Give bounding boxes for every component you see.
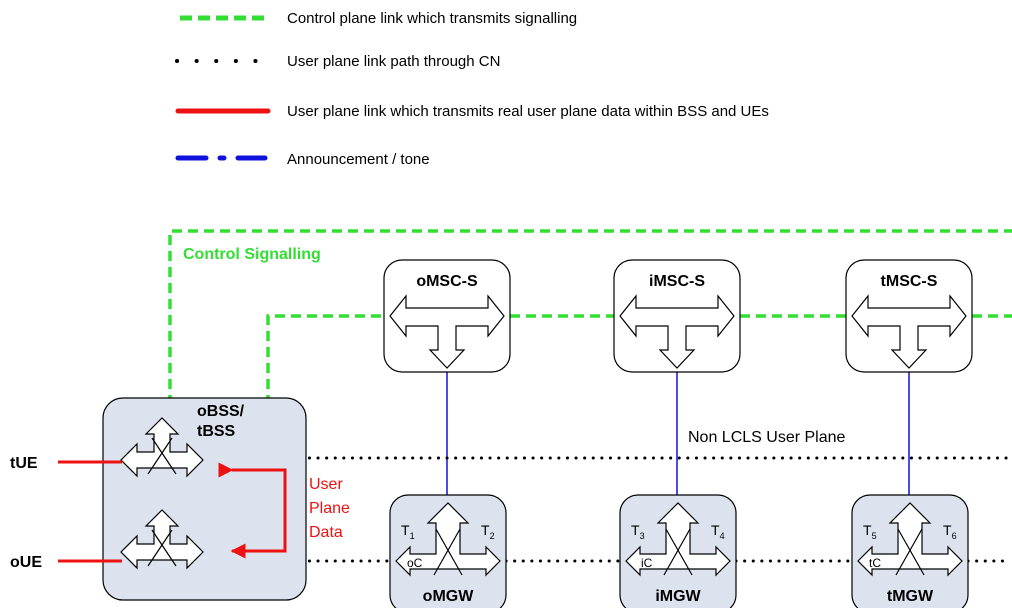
- legend-text-control: Control plane link which transmits signa…: [287, 10, 577, 27]
- oue-label: oUE: [10, 554, 42, 571]
- msc-switch-icon: [619, 294, 735, 369]
- mgw-c-label: tC: [869, 556, 881, 570]
- mgw-cross-icon: [663, 528, 693, 576]
- user-plane-data-label-3: Data: [309, 524, 343, 541]
- mgw-switch-icon: [857, 502, 963, 577]
- msc-node-i: iMSC-S: [613, 259, 741, 373]
- mgw-switch-icon: [625, 502, 731, 577]
- mgw-t-left: T3: [631, 522, 645, 541]
- bss-node: oBSS/ tBSS: [102, 397, 307, 601]
- mgw-title: iMGW: [655, 588, 701, 605]
- control-link-outer: [168, 229, 1012, 405]
- msc-title: oMSC-S: [416, 273, 478, 290]
- user-plane-data-label-2: Plane: [309, 500, 350, 517]
- msc-switch-icon: [851, 294, 967, 369]
- legend-text-dashdot: Announcement / tone: [287, 151, 430, 168]
- legend-text-solid: User plane link which transmits real use…: [287, 103, 769, 120]
- msc-node-o: oMSC-S: [383, 259, 511, 373]
- ue-links: [58, 460, 287, 563]
- bss-title-line2: tBSS: [197, 423, 236, 440]
- msc-switch-icon: [389, 294, 505, 369]
- mgw-t-right: T2: [481, 522, 495, 541]
- mgw-t-right: T6: [943, 522, 957, 541]
- control-signalling-label: Control Signalling: [183, 246, 321, 263]
- msc-node-t: tMSC-S: [845, 259, 973, 373]
- non-lcls-label: Non LCLS User Plane: [688, 429, 846, 446]
- mgw-node-i: T3 T4 iC iMGW: [619, 494, 737, 608]
- mgw-node-t: T5 T6 tC tMGW: [851, 494, 969, 608]
- mgw-cross-icon: [433, 528, 463, 576]
- mgw-t-left: T1: [401, 522, 415, 541]
- mgw-switch-icon: [395, 502, 501, 577]
- legend: Control plane link which transmits signa…: [175, 10, 769, 168]
- mgw-t-right: T4: [711, 522, 725, 541]
- legend-text-dotted: User plane link path through CN: [287, 53, 500, 70]
- mgw-c-label: oC: [407, 556, 423, 570]
- mgw-title: oMGW: [423, 588, 475, 605]
- bss-title-line1: oBSS/: [197, 403, 245, 420]
- mgw-title: tMGW: [887, 588, 934, 605]
- mgw-cross-icon: [895, 528, 925, 576]
- msc-title: iMSC-S: [649, 273, 705, 290]
- mgw-c-label: iC: [641, 556, 653, 570]
- user-plane-data-label-1: User: [309, 476, 343, 493]
- msc-title: tMSC-S: [881, 273, 938, 290]
- bss-switch-icon-bottom: [120, 509, 204, 570]
- tue-label: tUE: [10, 455, 38, 472]
- mgw-node-o: T1 T2 oC oMGW: [389, 494, 507, 608]
- msc-mgw-links: [446, 372, 910, 495]
- user-plane-data-loop: [218, 462, 287, 559]
- bss-switch-icon-top: [120, 417, 204, 478]
- mgw-t-left: T5: [863, 522, 877, 541]
